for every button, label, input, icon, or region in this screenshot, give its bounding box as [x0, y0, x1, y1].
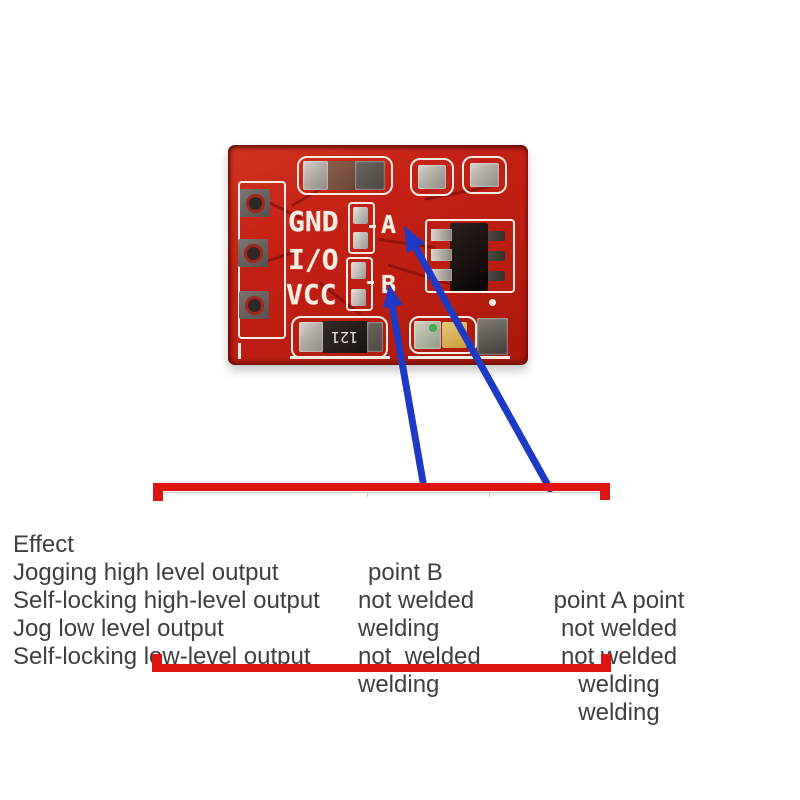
resistor-marking: 121 — [331, 328, 359, 346]
capacitor-outline — [297, 156, 393, 195]
table-row: Jog low level output not welded welding — [0, 587, 760, 698]
capacitor-pad-right — [355, 161, 385, 190]
resistor-pad-left — [299, 322, 323, 352]
ttp223-ic-body — [450, 223, 488, 291]
cell-point-a: not welded — [560, 643, 678, 670]
vcc-label: VCC — [286, 278, 337, 311]
hole-ring — [245, 193, 265, 213]
solder-pad — [470, 163, 499, 187]
cell-effect: Jogging high level output — [13, 559, 279, 586]
ic-pin — [488, 271, 505, 281]
header-effect: Effect — [13, 531, 74, 558]
table-row: Self-locking high-level output welding n… — [0, 559, 760, 670]
table-column-tick — [367, 492, 368, 497]
table-row: Jogging high level output not welded not… — [0, 531, 760, 642]
capacitor-pad-left — [303, 161, 328, 190]
led-body — [442, 322, 467, 348]
jumper-b-dash — [367, 281, 374, 284]
table-top-border — [164, 492, 600, 493]
jumper-a-pad-bottom — [353, 232, 368, 249]
cell-point-a: not welded — [560, 615, 678, 642]
ic-pin — [431, 269, 452, 281]
point-b-label: B — [381, 270, 397, 299]
jumper-a-outline — [348, 202, 376, 254]
cell-point-a: welding — [578, 699, 660, 726]
jumper-b-pad-top — [351, 262, 366, 279]
cell-effect: Self-locking high-level output — [13, 587, 320, 614]
smd-component — [477, 318, 508, 355]
ic-pin — [431, 229, 452, 241]
fiducial-dot — [489, 299, 496, 306]
bracket-bottom-bar — [152, 664, 611, 672]
led-green-glint — [429, 324, 437, 332]
capacitor-body — [328, 161, 355, 190]
silkscreen-edge-line — [290, 356, 390, 359]
touch-pad-outline-left — [410, 158, 454, 196]
bracket-bottom-left-tick — [152, 654, 162, 672]
cell-point-a: welding — [578, 671, 660, 698]
ic-pin — [488, 231, 505, 241]
jumper-a-pad-top — [353, 207, 368, 224]
cell-effect: Jog low level output — [13, 615, 224, 642]
silkscreen-edge-line — [238, 343, 241, 359]
header-point-a: point A point — [553, 587, 685, 614]
resistor-pad-right — [367, 322, 383, 352]
bracket-top-left-tick — [153, 483, 163, 501]
table-row: Self-locking low-level output welding we… — [0, 615, 760, 726]
table-column-tick — [489, 492, 490, 497]
led-pad — [414, 321, 441, 349]
cell-point-b: welding — [358, 671, 440, 698]
resistor-body: 121 — [323, 321, 367, 353]
jumper-b-outline — [346, 257, 374, 311]
gnd-label: GND — [288, 205, 339, 238]
jumper-b-pad-bottom — [351, 289, 366, 306]
gnd-through-hole — [240, 189, 270, 217]
pcb-board: GND I/O VCC A B 121 — [228, 145, 528, 365]
silkscreen-edge-line — [408, 356, 510, 359]
cell-point-b: welding — [358, 615, 440, 642]
table-header-row: Effect point B point A point — [0, 503, 760, 614]
point-a-label: A — [381, 210, 397, 239]
hole-ring — [244, 295, 264, 315]
cell-point-b: not welded — [358, 587, 475, 614]
jumper-a-dash — [369, 225, 376, 228]
bracket-bottom-right-tick — [601, 654, 611, 672]
solder-pad — [418, 165, 446, 189]
hole-ring — [243, 243, 263, 263]
ic-pin — [431, 249, 452, 261]
bracket-top-right-tick — [600, 483, 610, 500]
ic-pin — [488, 251, 505, 261]
io-through-hole — [238, 239, 268, 267]
io-label: I/O — [288, 243, 339, 276]
vcc-through-hole — [239, 291, 269, 319]
touch-pad-outline-right — [462, 156, 507, 194]
bracket-top-bar — [153, 483, 610, 491]
header-point-b: point B — [368, 559, 443, 586]
